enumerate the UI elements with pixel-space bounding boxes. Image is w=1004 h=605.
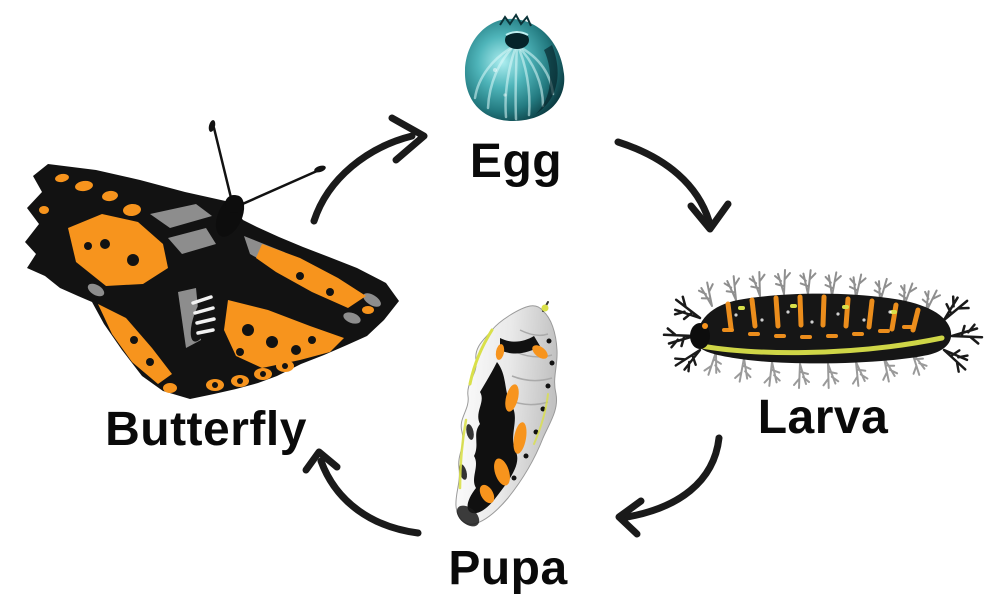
butterfly-illustration	[25, 120, 399, 399]
larva-label: Larva	[757, 391, 889, 444]
butterfly-label: Butterfly	[105, 403, 307, 456]
arrow-pupa-to-butterfly-icon	[302, 448, 422, 537]
larva-illustration	[662, 268, 984, 390]
arrow-larva-to-pupa-icon	[615, 434, 723, 538]
egg-label: Egg	[469, 135, 563, 188]
pupa-illustration	[455, 301, 558, 527]
arrow-egg-to-larva-icon	[614, 138, 732, 233]
pupa-label: Pupa	[448, 542, 568, 595]
egg-illustration	[464, 13, 565, 121]
arrow-butterfly-to-egg-icon	[310, 114, 428, 225]
